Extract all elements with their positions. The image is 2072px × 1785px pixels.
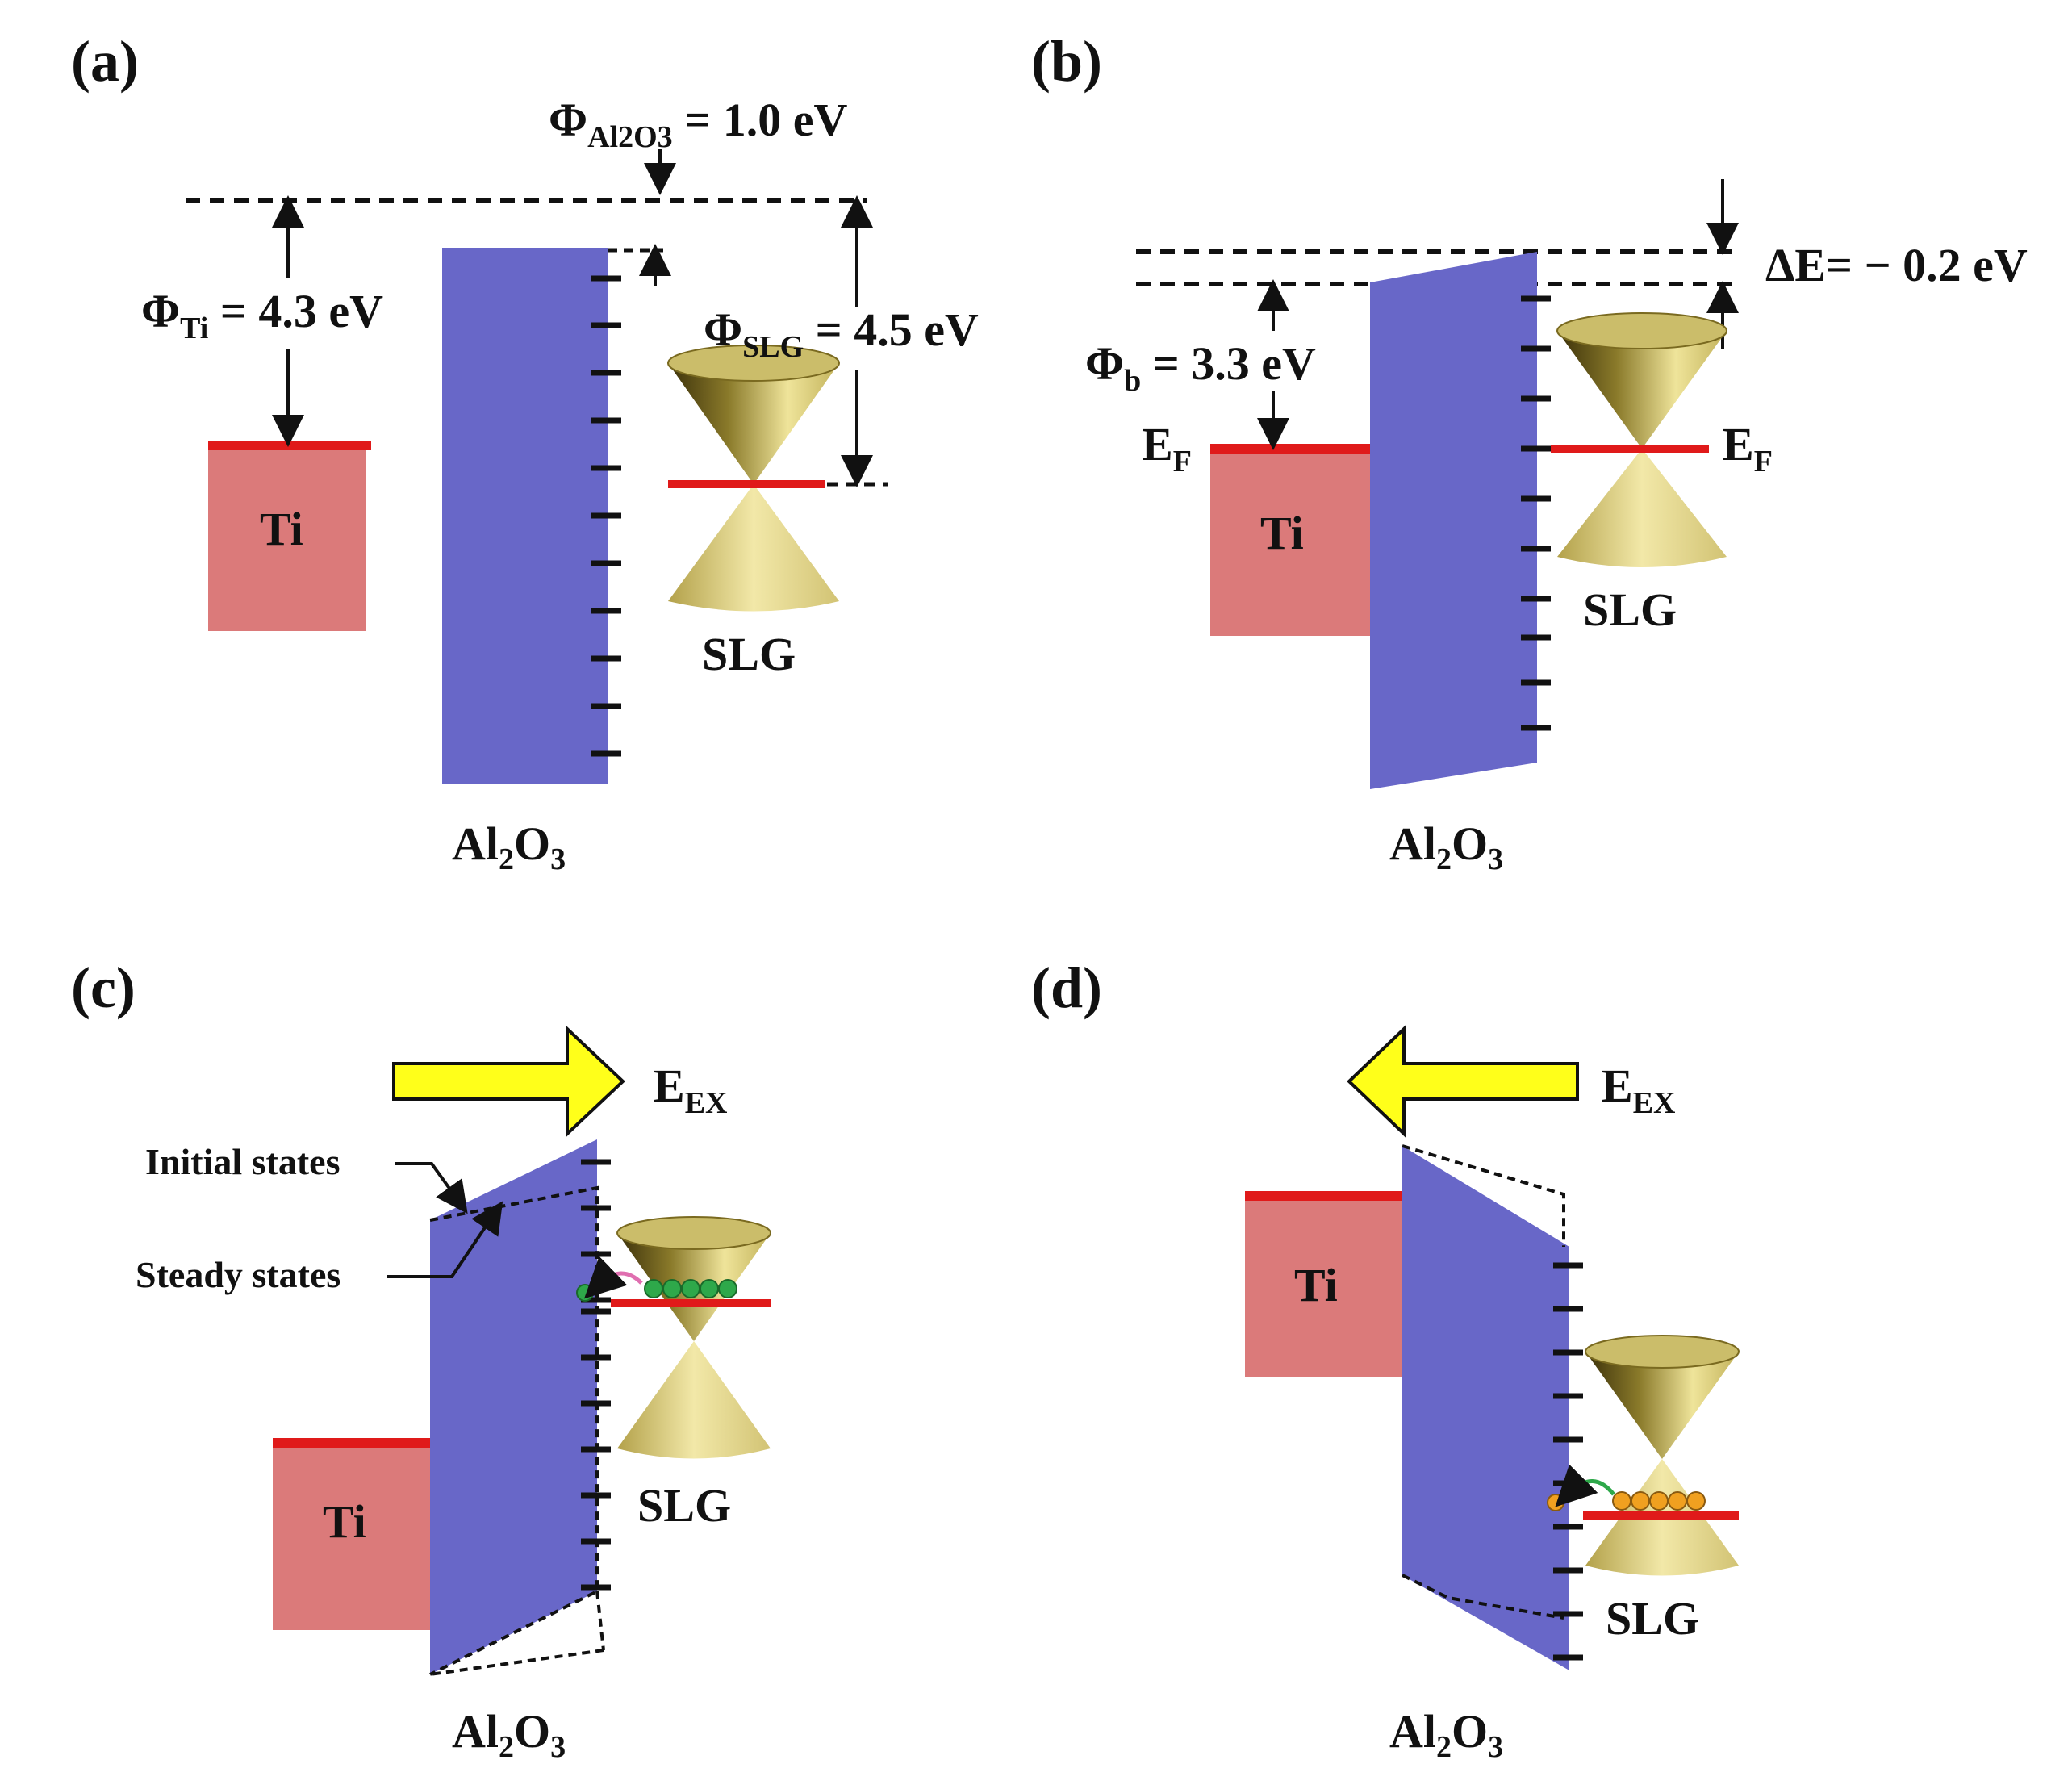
field-arrow-left	[1347, 1025, 1579, 1138]
trap-state-ticks-b	[1521, 295, 1551, 731]
panel-d-label: (d)	[1031, 955, 1102, 1020]
steady-state-outline	[429, 1185, 599, 1676]
panel-b-label: (b)	[1031, 29, 1102, 94]
dirac-cone-c	[616, 1216, 771, 1459]
eex-label-d: EEX	[1602, 1060, 1675, 1120]
al2o3-barrier-d	[1402, 1146, 1569, 1670]
initial-states-pointer	[395, 1162, 468, 1214]
electron-transfer-arrow-c	[583, 1256, 643, 1299]
phi-al2o3-label: ΦAl2O3 = 1.0 eV	[549, 94, 847, 154]
slg-label-b: SLG	[1583, 583, 1677, 636]
panel-c-label: (c)	[71, 955, 136, 1020]
field-arrow-right	[392, 1025, 625, 1138]
eex-label-c: EEX	[654, 1060, 727, 1120]
phi-slg-label: ΦSLG = 4.5 eV	[704, 303, 979, 364]
panel-a: (a) ΦAl2O3 = 1.0 eV Ti ΦTi = 4.3 eV	[71, 29, 979, 876]
steady-states-label: Steady states	[136, 1254, 340, 1295]
dirac-cone-a	[667, 345, 840, 612]
al2o3-barrier-b	[1370, 252, 1537, 789]
al2o3-barrier-c	[430, 1139, 597, 1674]
ti-label-d: Ti	[1294, 1259, 1338, 1311]
dirac-cone-b	[1556, 312, 1727, 567]
panel-a-label: (a)	[71, 29, 139, 94]
initial-state-outline-d	[1402, 1144, 1565, 1247]
panel-b: (b) ΔE= − 0.2 eV Ti EF Φb = 3.3 eV	[1031, 29, 2028, 876]
al2o3-label-d: Al2O3	[1389, 1705, 1503, 1764]
steady-states-pointer	[387, 1201, 503, 1278]
al2o3-label-c: Al2O3	[452, 1705, 566, 1764]
panel-c: (c) EEX Ti Al2O3	[71, 955, 771, 1764]
ti-metal-block-b	[1210, 449, 1370, 636]
slg-label-d: SLG	[1606, 1592, 1699, 1645]
phi-ti-label: ΦTi = 4.3 eV	[141, 285, 383, 345]
dirac-cone-d	[1585, 1335, 1740, 1576]
panel-d: (d) EEX Ti Al2O3	[1031, 955, 1740, 1764]
slg-label-c: SLG	[637, 1479, 731, 1532]
ti-metal-block-d	[1245, 1196, 1402, 1377]
phi-b-label: Φb = 3.3 eV	[1085, 337, 1316, 398]
ti-metal-block	[208, 445, 366, 631]
slg-label: SLG	[702, 628, 796, 680]
holes-d	[1547, 1491, 1706, 1511]
initial-states-label: Initial states	[145, 1141, 340, 1182]
initial-state-outline-d2	[1402, 1574, 1564, 1620]
trap-state-ticks-c	[581, 1159, 611, 1591]
ti-label-b: Ti	[1260, 507, 1304, 559]
ti-label-c: Ti	[323, 1495, 366, 1548]
al2o3-label-b: Al2O3	[1389, 817, 1503, 876]
al2o3-barrier	[442, 248, 608, 784]
ef-right-label: EF	[1723, 418, 1773, 479]
ti-label: Ti	[260, 503, 303, 555]
al2o3-label: Al2O3	[452, 817, 566, 876]
electron-transfer-arrow-d	[1555, 1464, 1615, 1507]
delta-e-label: ΔE= − 0.2 eV	[1765, 239, 2028, 291]
steady-state-bottom	[595, 1591, 605, 1651]
ti-metal-block-c	[273, 1443, 430, 1630]
steady-state-bottom2	[429, 1649, 604, 1676]
ef-left-label: EF	[1142, 418, 1192, 479]
trap-state-ticks	[591, 275, 621, 757]
electrons-c	[576, 1279, 737, 1302]
